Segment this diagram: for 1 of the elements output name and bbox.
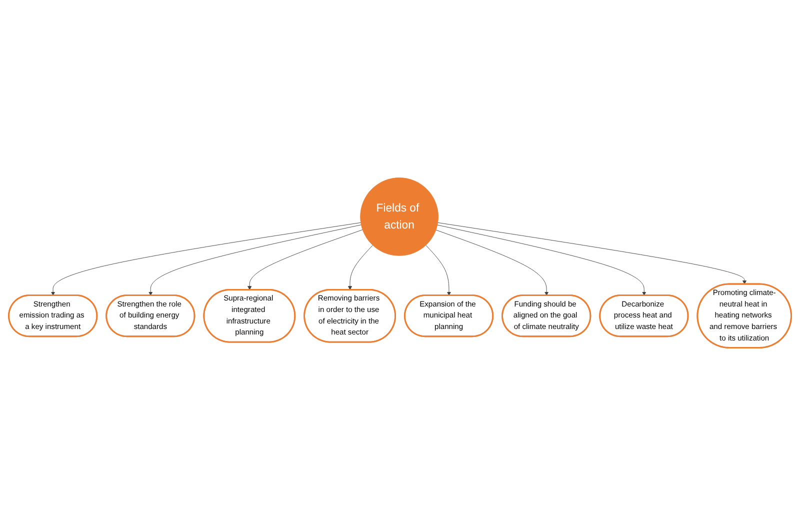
- node-circle: Fields of action: [360, 178, 438, 256]
